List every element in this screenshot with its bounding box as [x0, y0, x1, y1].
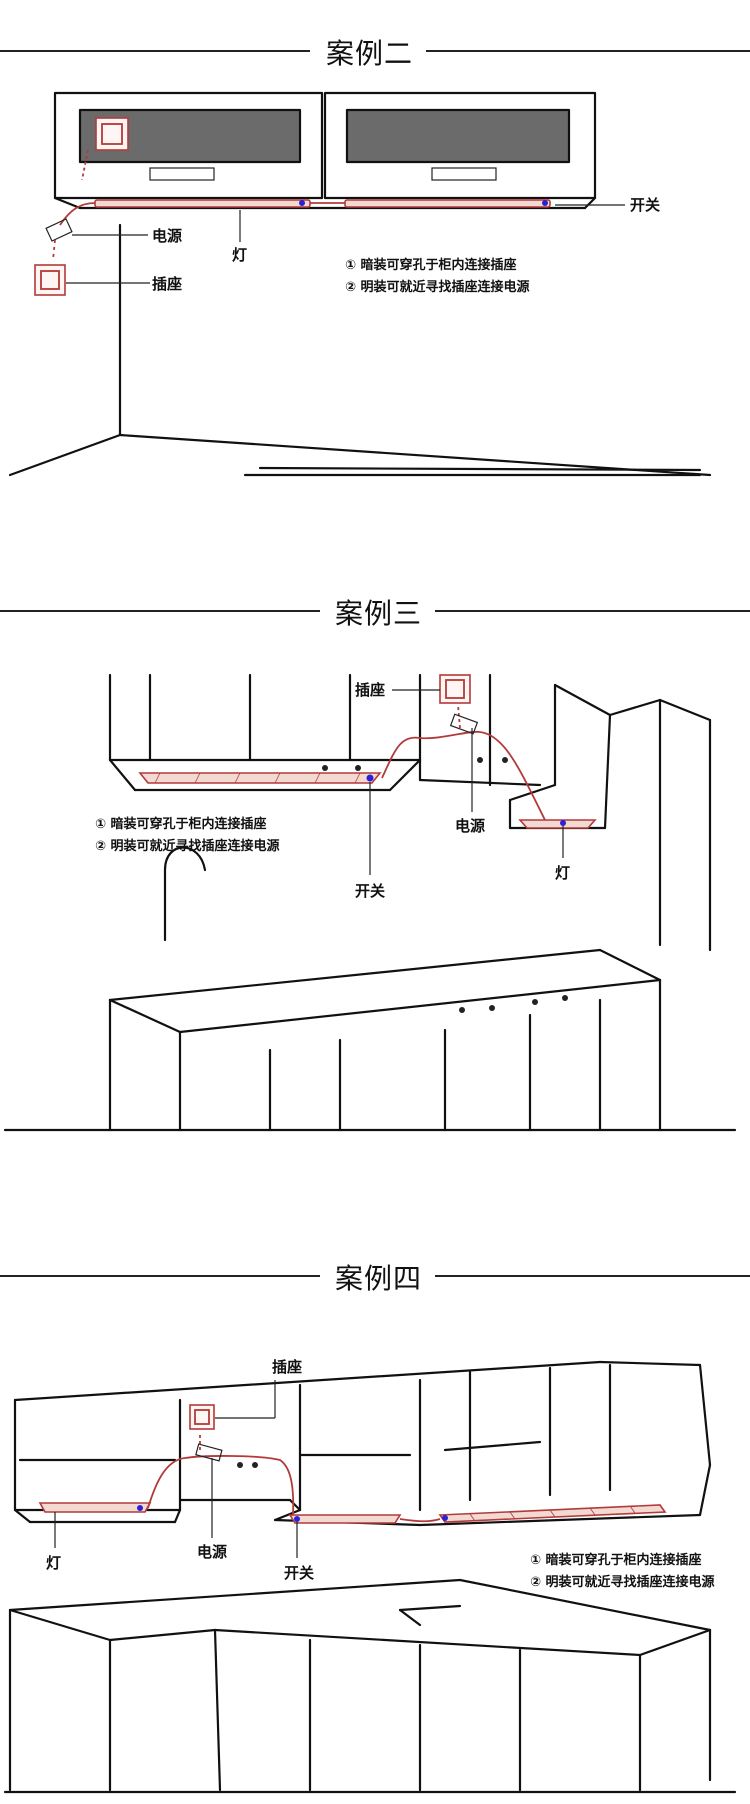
- label-light: 灯: [46, 1554, 61, 1572]
- switch-dot: [560, 820, 566, 826]
- wall-cabinet-left: [53, 91, 324, 200]
- cabinet-handle: [431, 167, 497, 181]
- case-2-title: 案例二: [326, 37, 414, 70]
- faucet-icon: [163, 846, 207, 942]
- case-3-diagram: 插座 电源 开关 灯 ① 暗装可穿孔于柜内连接插座 ② 明装可就近寻找插座连接电…: [3, 673, 737, 1132]
- note-2: ② 明装可就近寻找插座连接电源: [345, 279, 530, 295]
- label-power: 电源: [152, 227, 182, 245]
- label-socket: 插座: [272, 1358, 302, 1376]
- case-4-title: 案例四: [335, 1262, 423, 1295]
- heading-rule-right: [435, 1275, 750, 1277]
- note-1: ① 暗装可穿孔于柜内连接插座: [345, 257, 517, 273]
- heading-rule-right: [426, 50, 750, 52]
- case-3-heading: 案例三: [0, 590, 750, 630]
- floor-right-line: [118, 433, 712, 477]
- heading-rule-left: [0, 1275, 320, 1277]
- case-2-heading: 案例二: [0, 30, 750, 70]
- power-adapter-icon: [195, 1443, 223, 1462]
- heading-rule-right: [435, 610, 750, 612]
- socket-in-cabinet-icon: [95, 117, 129, 151]
- case-4-diagram: 插座 电源 灯 开关 ① 暗装可穿孔于柜内连接插座 ② 明装可就近寻找插座连接电…: [3, 1358, 737, 1794]
- cabinet-glass-panel: [347, 110, 569, 162]
- upper-cabinets: [108, 673, 712, 952]
- case-3-title: 案例三: [335, 597, 423, 630]
- power-adapter-icon: [45, 218, 73, 242]
- label-power: 电源: [455, 817, 485, 835]
- label-switch: 开关: [630, 196, 660, 214]
- heading-rule-left: [0, 610, 320, 612]
- switch-dot: [366, 774, 374, 782]
- wall-socket-icon: [34, 264, 66, 296]
- led-strip-left: [94, 199, 311, 208]
- label-socket: 插座: [355, 681, 385, 699]
- label-switch: 开关: [284, 1564, 314, 1582]
- lower-cabinets: [108, 948, 662, 1132]
- note-2: ② 明装可就近寻找插座连接电源: [95, 838, 280, 854]
- switch-dot: [137, 1505, 143, 1511]
- case-2-diagram: 开关 电源 灯 插座 ① 暗装可穿孔于柜内连接插座 ② 明装可就近寻找插座连接电…: [8, 91, 712, 477]
- note-2: ② 明装可就近寻找插座连接电源: [530, 1574, 715, 1590]
- label-switch: 开关: [355, 882, 385, 900]
- switch-dot: [294, 1516, 300, 1522]
- heading-rule-left: [0, 50, 310, 52]
- case-4-heading: 案例四: [0, 1255, 750, 1295]
- cabinet-handle: [149, 167, 215, 181]
- switch-dot: [542, 200, 548, 206]
- switch-dot: [299, 200, 305, 206]
- label-socket: 插座: [152, 275, 182, 293]
- label-power: 电源: [197, 1543, 227, 1561]
- floor-left-line: [8, 433, 122, 477]
- counter-top-line: [258, 466, 702, 472]
- island-counter: [8, 1578, 712, 1792]
- led-strip-left: [38, 1502, 152, 1513]
- wall-cabinet-right: [323, 91, 597, 200]
- note-1: ① 暗装可穿孔于柜内连接插座: [95, 816, 267, 832]
- power-cable: [59, 202, 96, 226]
- led-strip-right: [344, 199, 551, 208]
- note-1: ① 暗装可穿孔于柜内连接插座: [530, 1552, 702, 1568]
- upper-cabinets: [13, 1360, 712, 1527]
- led-strip-main: [138, 772, 382, 784]
- wall-socket-icon: [189, 1404, 215, 1430]
- power-adapter-icon: [449, 713, 479, 735]
- led-strip-corner: [518, 819, 597, 829]
- label-light: 灯: [232, 246, 247, 264]
- label-light: 灯: [555, 864, 570, 882]
- power-cable: [381, 730, 546, 821]
- power-cable: [147, 1455, 295, 1516]
- led-strip-center: [288, 1514, 402, 1524]
- switch-dot: [442, 1515, 448, 1521]
